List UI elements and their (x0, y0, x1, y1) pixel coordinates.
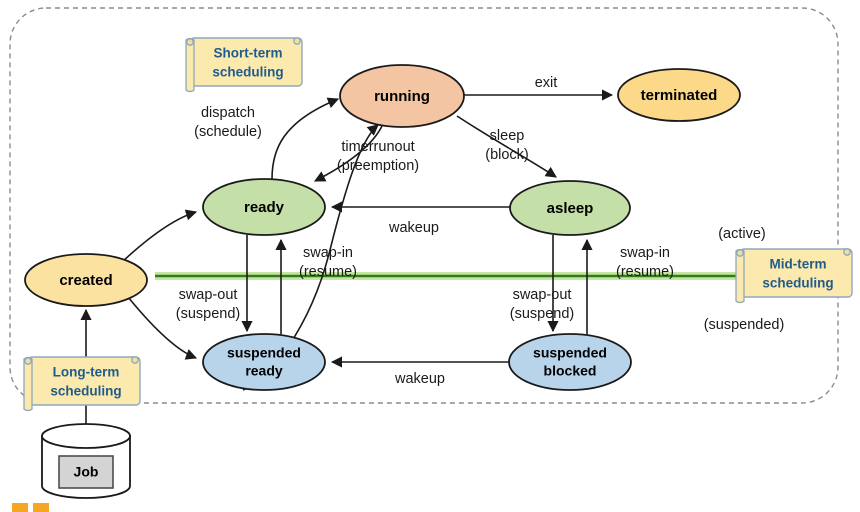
edge-created-to-suspended-ready (127, 296, 198, 360)
label-swapout-left: swap-out (suspend) (176, 287, 240, 322)
svg-text:(suspend): (suspend) (176, 306, 240, 322)
node-suspended-blocked-label-line2: blocked (544, 363, 597, 379)
note-long-term-line1: Long-term (53, 365, 120, 380)
svg-text:swap-out: swap-out (513, 287, 572, 303)
label-sleep: sleep (block) (485, 128, 529, 163)
note-mid-term-line1: Mid-term (770, 257, 827, 272)
svg-text:exit: exit (535, 75, 558, 91)
svg-text:(resume): (resume) (616, 264, 674, 280)
edge-ready-to-running (271, 97, 340, 180)
svg-text:timerrunout: timerrunout (341, 139, 414, 155)
svg-text:(resume): (resume) (299, 264, 357, 280)
svg-text:(block): (block) (485, 147, 529, 163)
label-swapin-right: swap-in (resume) (616, 245, 674, 280)
job-label: Job (74, 464, 99, 480)
note-short-term-line1: Short-term (213, 46, 282, 61)
svg-text:(schedule): (schedule) (194, 124, 262, 140)
svg-text:(suspend): (suspend) (510, 306, 574, 322)
node-ready-label: ready (244, 199, 285, 216)
svg-text:(preemption): (preemption) (337, 158, 419, 174)
label-swapin-left: swap-in (resume) (299, 245, 357, 280)
svg-text:wakeup: wakeup (394, 371, 445, 387)
label-dispatch: dispatch (schedule) (194, 105, 262, 140)
node-asleep-label: asleep (547, 200, 594, 217)
svg-text:wakeup: wakeup (388, 220, 439, 236)
label-timerrunout: timerrunout (preemption) (337, 139, 419, 174)
node-suspended-blocked[interactable]: suspended blocked (508, 333, 632, 391)
label-exit: exit (535, 75, 558, 91)
svg-text:swap-in: swap-in (620, 245, 670, 261)
zone-label-suspended: (suspended) (704, 317, 785, 333)
node-suspended-ready-label-line1: suspended (227, 345, 301, 361)
note-long-term-line2: scheduling (50, 384, 121, 399)
node-terminated-label: terminated (641, 87, 718, 104)
node-suspended-ready-label-line2: ready (245, 363, 283, 379)
node-terminated[interactable]: terminated (617, 68, 741, 122)
node-asleep[interactable]: asleep (509, 180, 631, 236)
svg-text:dispatch: dispatch (201, 105, 255, 121)
node-created[interactable]: created (24, 253, 148, 307)
zone-label-active: (active) (718, 226, 766, 242)
note-mid-term-scheduling[interactable]: Mid-term scheduling (735, 248, 853, 304)
page-corner-decoration (12, 503, 49, 512)
label-wakeup-top: wakeup (388, 220, 439, 236)
node-running[interactable]: running (339, 64, 465, 128)
note-short-term-line2: scheduling (212, 65, 283, 80)
node-created-label: created (59, 272, 112, 289)
node-running-label: running (374, 88, 430, 105)
edge-running-to-asleep (456, 115, 557, 178)
job-box (58, 455, 114, 489)
label-wakeup-bottom: wakeup (394, 371, 445, 387)
label-swapout-right: swap-out (suspend) (510, 287, 574, 322)
node-suspended-ready[interactable]: suspended ready (202, 333, 326, 391)
node-ready[interactable]: ready (202, 178, 326, 236)
node-suspended-blocked-label-line1: suspended (533, 345, 607, 361)
edge-created-to-ready (121, 209, 198, 263)
memory-region-boundary (9, 7, 839, 404)
note-long-term-scheduling[interactable]: Long-term scheduling (23, 356, 141, 412)
job-store: Job (41, 423, 131, 499)
note-mid-term-line2: scheduling (762, 276, 833, 291)
svg-text:swap-in: swap-in (303, 245, 353, 261)
svg-text:swap-out: swap-out (179, 287, 238, 303)
note-short-term-scheduling[interactable]: Short-term scheduling (185, 37, 303, 93)
svg-text:sleep: sleep (490, 128, 525, 144)
